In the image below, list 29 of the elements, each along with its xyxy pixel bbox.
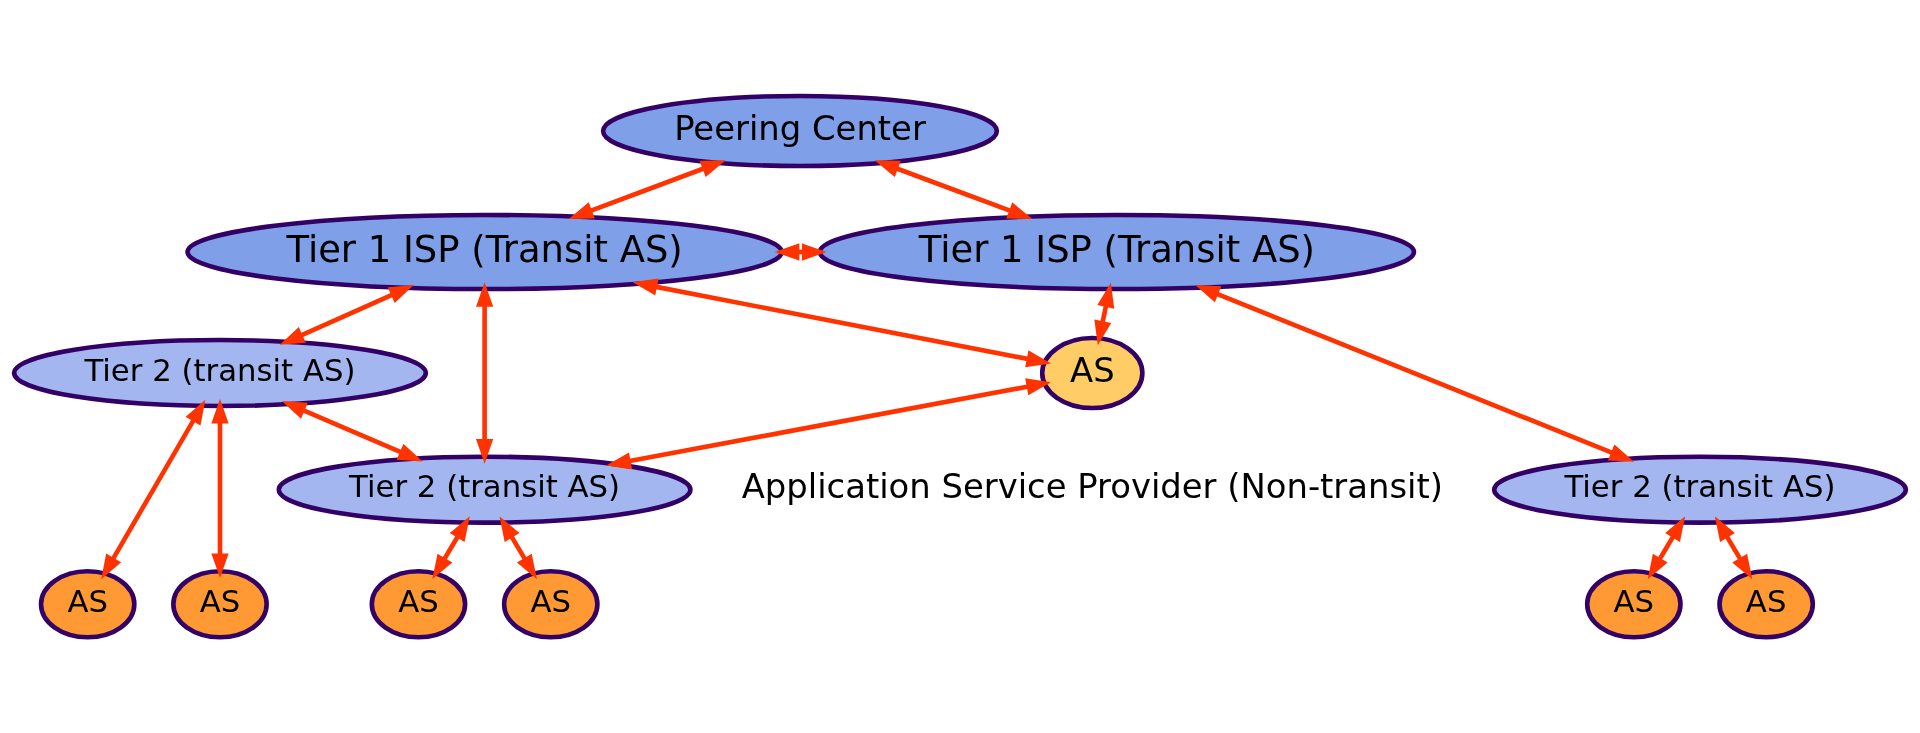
arrow [279,285,414,345]
arrow [101,399,206,580]
arrow [432,516,470,580]
node-ellipse: Tier 1 ISP (Transit AS) [817,212,1417,292]
node-ellipse: AS [171,568,269,640]
node-ellipse: AS [369,568,468,640]
arrow [1714,516,1753,580]
node-label: Application Service Provider (Non-transit) [741,467,1443,507]
arrow [475,282,494,464]
arrow [211,398,229,579]
node-ellipse: AS [1717,568,1816,640]
arrow [1195,285,1635,462]
arrow [1094,282,1115,346]
arrow [568,160,726,219]
arrow [281,401,423,462]
node-ellipse: Tier 2 (transit AS) [1491,454,1909,525]
node-ellipse: Tier 1 ISP (Transit AS) [185,212,784,292]
arrow [1647,516,1686,580]
arrow [774,243,827,261]
node-ellipse: AS [501,568,600,640]
node-ellipse: AS [1584,568,1683,640]
arrow [499,516,537,580]
node-ellipse: AS [38,568,137,640]
arrow [874,160,1033,219]
node-ellipse: AS [1039,335,1145,411]
node-ellipse: Peering Center [600,93,1000,169]
node-ellipse: Tier 2 (transit AS) [11,337,429,409]
arrow [632,278,1052,368]
arrow [606,378,1051,470]
